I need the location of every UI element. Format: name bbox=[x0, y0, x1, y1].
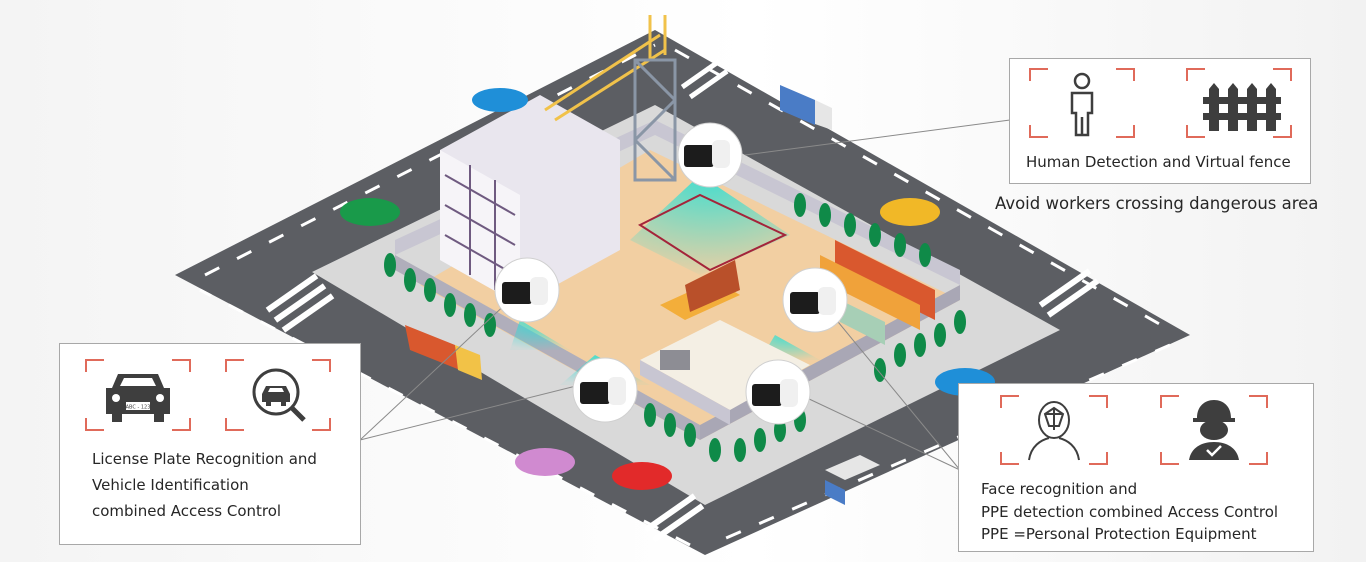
camera-right bbox=[782, 267, 848, 333]
car-plate-icon: ABC - 123 bbox=[85, 359, 191, 431]
human-detection-caption: Human Detection and Virtual fence bbox=[1026, 153, 1291, 171]
license-plate-caption-3: combined Access Control bbox=[92, 502, 282, 520]
person-icon bbox=[1029, 68, 1135, 138]
camera-left bbox=[494, 257, 560, 323]
site-vehicles bbox=[405, 85, 880, 505]
plate-text: ABC - 123 bbox=[126, 405, 151, 411]
camera-bottom-left bbox=[572, 357, 638, 423]
callout-license-plate: ABC - 123 License Plate Recognition and … bbox=[59, 343, 361, 545]
trees bbox=[384, 193, 966, 462]
license-plate-caption-2: Vehicle Identification bbox=[92, 476, 249, 494]
face-scan-icon bbox=[1000, 395, 1108, 465]
helmet-worker-icon bbox=[1160, 395, 1268, 465]
face-ppe-caption-2: PPE detection combined Access Control bbox=[981, 503, 1279, 521]
car-search-icon bbox=[225, 359, 331, 431]
camera-bottom-right bbox=[745, 359, 811, 425]
human-detection-note: Avoid workers crossing dangerous area bbox=[995, 194, 1319, 213]
fence-icon bbox=[1186, 68, 1292, 138]
callout-face-ppe: Face recognition and PPE detection combi… bbox=[958, 383, 1314, 552]
building-frame bbox=[440, 95, 620, 305]
face-ppe-caption-3: PPE =Personal Protection Equipment bbox=[981, 525, 1257, 543]
tower-crane bbox=[544, 15, 677, 182]
shipping-containers bbox=[820, 240, 935, 345]
license-plate-caption-1: License Plate Recognition and bbox=[92, 450, 317, 468]
camera-top bbox=[677, 122, 743, 188]
callout-connectors bbox=[359, 119, 1011, 471]
face-ppe-caption-1: Face recognition and bbox=[981, 480, 1138, 498]
security-cameras bbox=[494, 122, 848, 425]
callout-human-detection: Human Detection and Virtual fence bbox=[1009, 58, 1311, 184]
